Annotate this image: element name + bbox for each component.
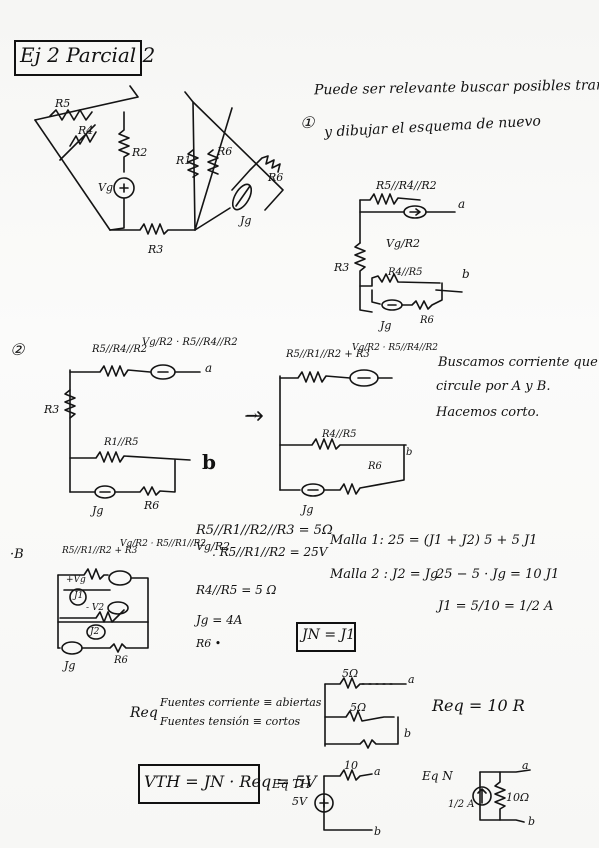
- s2-left-b: b: [202, 450, 216, 474]
- s3-c-jg: Jg: [64, 659, 76, 672]
- s2-right-jg: Jg: [302, 503, 314, 516]
- s2-left-top: R5//R4//R2: [92, 344, 148, 355]
- th-a: a: [374, 765, 381, 778]
- th-v: 5V: [292, 795, 307, 808]
- s3-c-v2: - V2: [86, 603, 105, 613]
- orig-label-r5: R5: [55, 97, 71, 110]
- s2-right-mid: R4//R5: [322, 429, 357, 440]
- s3-j1-result: J1 = 5/10 = 1/2 A: [438, 599, 554, 614]
- s2-note3: Hacemos corto.: [436, 405, 540, 420]
- s2-left-mid: R1//R5: [104, 437, 139, 448]
- s2-left-jg: Jg: [92, 504, 104, 517]
- s2-left-a: a: [205, 361, 213, 375]
- s3-value-r6: R6 •: [196, 637, 222, 650]
- vth-result: VTH = JN · Req = 5V: [144, 772, 317, 791]
- s3-mesh2: Malla 2 : J2 = Jg: [330, 567, 439, 582]
- req-line2: Fuentes tensión ≡ cortos: [160, 715, 301, 728]
- orig-label-r6-top: R6: [217, 145, 233, 158]
- s3-mesh1: Malla 1: 25 = (J1 + J2) 5 + 5 J1: [330, 533, 538, 548]
- s2-left-src: Vg/R2 · R5//R4//R2: [142, 337, 238, 348]
- title-box: [14, 40, 142, 76]
- jn-box: [296, 622, 356, 652]
- s3-c-j2: J2: [90, 627, 100, 637]
- s3-c-r6: R6: [114, 655, 128, 666]
- req-b: b: [404, 727, 412, 740]
- s3-value-req5: R5//R1//R2//R3 = 5Ω: [196, 523, 333, 538]
- page-title: Ej 2 Parcial 2: [20, 43, 156, 67]
- n-b: b: [528, 815, 536, 828]
- req-r-top: 5Ω: [342, 667, 359, 680]
- step2-number: ②: [10, 340, 25, 359]
- s3-value-25v: . R5//R1//R2 = 25V: [212, 545, 328, 559]
- s3-jn: JN = J1: [302, 627, 356, 643]
- n-src: 1/2 A: [448, 799, 475, 810]
- n-a: a: [522, 759, 529, 772]
- s1-label-r6: R6: [420, 315, 434, 326]
- s3-value-r4r5: R4//R5 = 5 Ω: [196, 583, 277, 597]
- s1-label-jg: Jg: [380, 319, 392, 332]
- orig-label-r3: R3: [148, 243, 164, 256]
- s2-right-b: b: [406, 447, 413, 458]
- orig-label-r2: R2: [132, 146, 148, 159]
- s3-c-top: R5//R1//R2 + R3: [62, 546, 138, 556]
- req-line1: Fuentes corriente ≡ abiertas: [160, 696, 322, 709]
- s1-label-b: b: [462, 267, 470, 281]
- s1-label-mid: R4//R5: [388, 267, 423, 278]
- req-result: Req = 10 R: [432, 696, 525, 715]
- s2-note2: circule por A y B.: [436, 379, 551, 394]
- s3-c-j1: J1: [74, 591, 84, 601]
- req-label: Req: [130, 705, 158, 721]
- s1-label-top: R5//R4//R2: [376, 179, 437, 192]
- s3-mesh-solve: 25 − 5 · Jg = 10 J1: [436, 567, 560, 582]
- req-r-mid: 5Ω: [350, 701, 367, 714]
- n-r: 10Ω: [506, 791, 530, 804]
- vth-box: [138, 764, 260, 804]
- th-b: b: [374, 825, 382, 838]
- s3-c-src: Vg/R2 · R5//R1//R2: [120, 539, 207, 549]
- orig-label-r1: R1: [176, 154, 192, 167]
- s3-dot-b: ·B: [10, 547, 24, 562]
- s1-label-r3: R3: [334, 261, 350, 274]
- s2-right-src: Vg/R2 · R5//R4//R2: [352, 343, 439, 353]
- eq-n-label: Eq N: [422, 769, 453, 783]
- s1-label-source: Vg/R2: [386, 237, 420, 250]
- s3-value-jg: Jg = 4A: [196, 613, 243, 627]
- s2-transform-arrow: →: [246, 408, 258, 424]
- orig-label-r4: R4: [78, 124, 94, 137]
- th-r: 10: [344, 759, 358, 772]
- orig-label-vg: Vg: [98, 181, 113, 194]
- s2-right-top: R5//R1//R2 + R3: [286, 349, 370, 360]
- s2-note1: Buscamos corriente que: [438, 355, 598, 370]
- orig-label-r6: R6: [268, 171, 284, 184]
- s2-left-r6: R6: [144, 499, 160, 512]
- eq-th-label: Eq TH: [272, 777, 311, 791]
- s3-value-vg-frac: Vg/R2: [196, 540, 230, 553]
- s2-right-r6: R6: [368, 461, 382, 472]
- s1-label-a: a: [458, 197, 466, 211]
- step1-number: ①: [300, 113, 315, 132]
- req-a: a: [408, 673, 415, 686]
- s3-c-vg: +Vg: [66, 575, 86, 585]
- s2-left-r3: R3: [44, 403, 60, 416]
- orig-label-jg: Jg: [240, 214, 252, 227]
